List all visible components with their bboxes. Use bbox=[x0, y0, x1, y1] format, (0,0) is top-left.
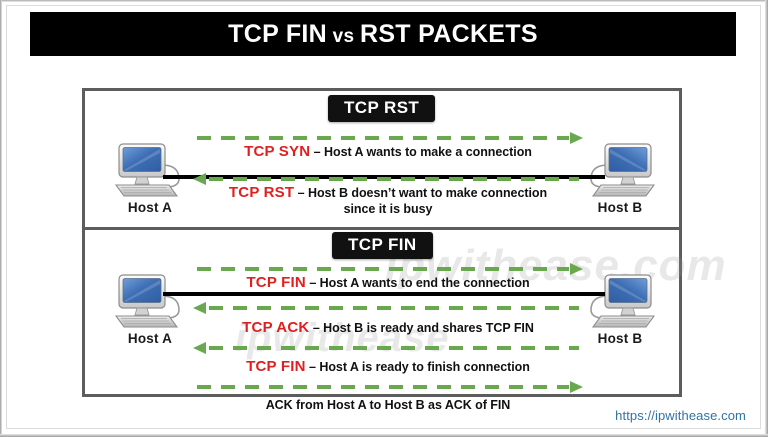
page-title: TCP FIN vs RST PACKETS bbox=[228, 20, 538, 49]
title-part-rest: RST PACKETS bbox=[359, 19, 538, 48]
message-tag: TCP ACK bbox=[242, 319, 310, 336]
message-tag: TCP SYN bbox=[244, 143, 311, 160]
dashed-line bbox=[197, 385, 569, 389]
rst-message-column: TCP SYN – Host A wants to make a connect… bbox=[193, 131, 583, 217]
section-badge-rst: TCP RST bbox=[328, 95, 436, 122]
host-label: Host B bbox=[597, 331, 643, 346]
message-dash: – bbox=[309, 321, 324, 335]
host-a-fin: Host A bbox=[107, 272, 193, 346]
arrow-head-right-icon bbox=[570, 381, 583, 393]
arrow-head-right-icon bbox=[570, 263, 583, 275]
title-part-main: TCP FIN bbox=[228, 19, 328, 48]
host-label: Host A bbox=[127, 331, 173, 346]
section-badge-fin: TCP FIN bbox=[332, 232, 433, 259]
arrow-left bbox=[193, 172, 583, 185]
message-dash: – bbox=[294, 186, 308, 200]
host-b-fin: Host B bbox=[577, 272, 663, 346]
message-text: Host A wants to make a connection bbox=[324, 145, 532, 159]
dashed-line bbox=[197, 136, 569, 140]
message-dash: – bbox=[305, 360, 320, 374]
dashed-line bbox=[209, 346, 579, 350]
computer-icon bbox=[114, 274, 180, 328]
message-tag: TCP FIN bbox=[246, 358, 306, 375]
arrow-right bbox=[193, 131, 583, 144]
arrow-left bbox=[193, 301, 583, 314]
message-tag: TCP RST bbox=[228, 184, 295, 201]
message-text: Host A wants to end the connection bbox=[319, 276, 530, 290]
message-tcp-syn: TCP SYN – Host A wants to make a connect… bbox=[193, 144, 583, 160]
title-bar: TCP FIN vs RST PACKETS bbox=[30, 12, 736, 56]
dashed-line bbox=[209, 177, 579, 181]
section-tcp-fin: TCP FIN Host A bbox=[85, 227, 679, 412]
message-tcp-rst: TCP RST – Host B doesn’t want to make co… bbox=[193, 185, 583, 217]
message-text: Host B doesn’t want to make connection bbox=[307, 186, 548, 200]
message-tcp-fin-2: TCP FIN – Host A is ready to finish conn… bbox=[193, 359, 583, 375]
arrow-right bbox=[193, 380, 583, 393]
arrow-left bbox=[193, 341, 583, 354]
page-frame-bottom bbox=[0, 434, 768, 437]
title-part-vs: vs bbox=[332, 25, 355, 47]
fin-message-column: TCP FIN – Host A wants to end the connec… bbox=[193, 262, 583, 413]
message-tcp-ack: TCP ACK – Host B is ready and shares TCP… bbox=[193, 320, 583, 336]
message-dash: – bbox=[305, 276, 320, 290]
computer-icon bbox=[114, 143, 180, 197]
computer-icon bbox=[590, 143, 656, 197]
message-dash: – bbox=[310, 145, 324, 159]
arrow-head-left-icon bbox=[193, 342, 206, 354]
message-text-line2: since it is busy bbox=[343, 202, 433, 216]
message-text: ACK from Host A to Host B as ACK of FIN bbox=[265, 398, 511, 412]
host-b-rst: Host B bbox=[577, 141, 663, 215]
message-text: Host B is ready and shares TCP FIN bbox=[323, 321, 534, 335]
arrow-head-right-icon bbox=[570, 132, 583, 144]
section-tcp-rst: TCP RST bbox=[85, 91, 679, 224]
host-label: Host A bbox=[127, 200, 173, 215]
page-frame-left bbox=[0, 0, 2, 437]
message-tag: TCP FIN bbox=[246, 274, 306, 291]
dashed-line bbox=[197, 267, 569, 271]
dashed-line bbox=[209, 306, 579, 310]
connection-line bbox=[163, 292, 605, 296]
message-text: Host A is ready to finish connection bbox=[319, 360, 530, 374]
footer-url[interactable]: https://ipwithease.com bbox=[615, 408, 746, 423]
arrow-head-left-icon bbox=[193, 173, 206, 185]
host-a-rst: Host A bbox=[107, 141, 193, 215]
computer-icon bbox=[590, 274, 656, 328]
arrow-right bbox=[193, 262, 583, 275]
page-frame-right bbox=[765, 0, 768, 437]
arrow-head-left-icon bbox=[193, 302, 206, 314]
message-tcp-fin-1: TCP FIN – Host A wants to end the connec… bbox=[193, 275, 583, 291]
page-frame-top bbox=[0, 0, 768, 2]
diagram-box: ipwithease.com ipwithease TCP RST bbox=[82, 88, 726, 412]
message-ack-final: ACK from Host A to Host B as ACK of FIN bbox=[193, 398, 583, 413]
host-label: Host B bbox=[597, 200, 643, 215]
